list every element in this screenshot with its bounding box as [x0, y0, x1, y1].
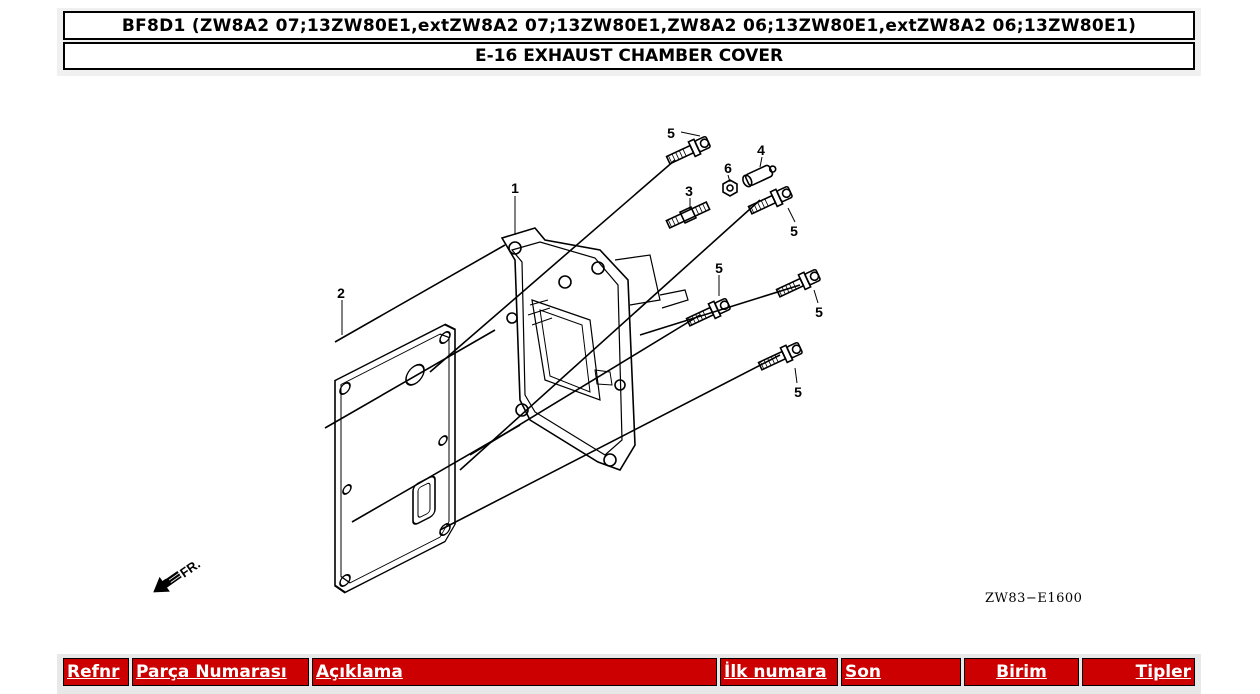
bolt-part [775, 268, 821, 298]
leader-line [639, 284, 801, 336]
callout-number: 3 [685, 183, 693, 199]
leader-line [334, 244, 506, 343]
nut-part [722, 179, 738, 197]
callout-number: 5 [715, 260, 723, 276]
parts-diagram: FR. 1 2 3 4 5 5 5 5 5 6 [153, 125, 823, 594]
callout-number: 4 [757, 142, 765, 158]
column-header-part-number[interactable]: Parça Numarası [132, 658, 309, 686]
bolt-part [685, 297, 731, 327]
stud-part [665, 201, 711, 229]
front-direction-arrow-icon [153, 570, 182, 593]
gasket-part [334, 323, 456, 594]
leader-line [324, 329, 496, 429]
section-title: E-16 EXHAUST CHAMBER COVER [63, 42, 1195, 70]
callout-number: 6 [724, 160, 732, 176]
drawing-code: ZW83−E1600 [985, 591, 1083, 606]
column-header-first-number[interactable]: İlk numara [720, 658, 838, 686]
bolt-part [747, 185, 793, 215]
callout-number: 2 [337, 285, 345, 301]
callout-number: 1 [511, 180, 519, 196]
leader-line [459, 199, 761, 471]
callout-number: 5 [815, 304, 823, 320]
column-header-description[interactable]: Açıklama [312, 658, 717, 686]
cover-part [500, 227, 689, 471]
leader-line [429, 159, 676, 373]
callout-number: 5 [667, 125, 675, 141]
leader-line [439, 354, 781, 531]
column-header-types[interactable]: Tipler [1082, 658, 1195, 686]
column-header-last[interactable]: Son [841, 658, 961, 686]
leader-line [469, 314, 701, 456]
column-header-unit[interactable]: Birim [964, 658, 1079, 686]
callout-number: 5 [790, 223, 798, 239]
model-title: BF8D1 (ZW8A2 07;13ZW80E1,extZW8A2 07;13Z… [63, 11, 1195, 40]
callout-number: 5 [794, 384, 802, 400]
bolt-part [757, 341, 803, 371]
bolt-part [665, 135, 711, 165]
column-header-refnr[interactable]: Refnr [63, 658, 129, 686]
collar-part [742, 164, 777, 188]
